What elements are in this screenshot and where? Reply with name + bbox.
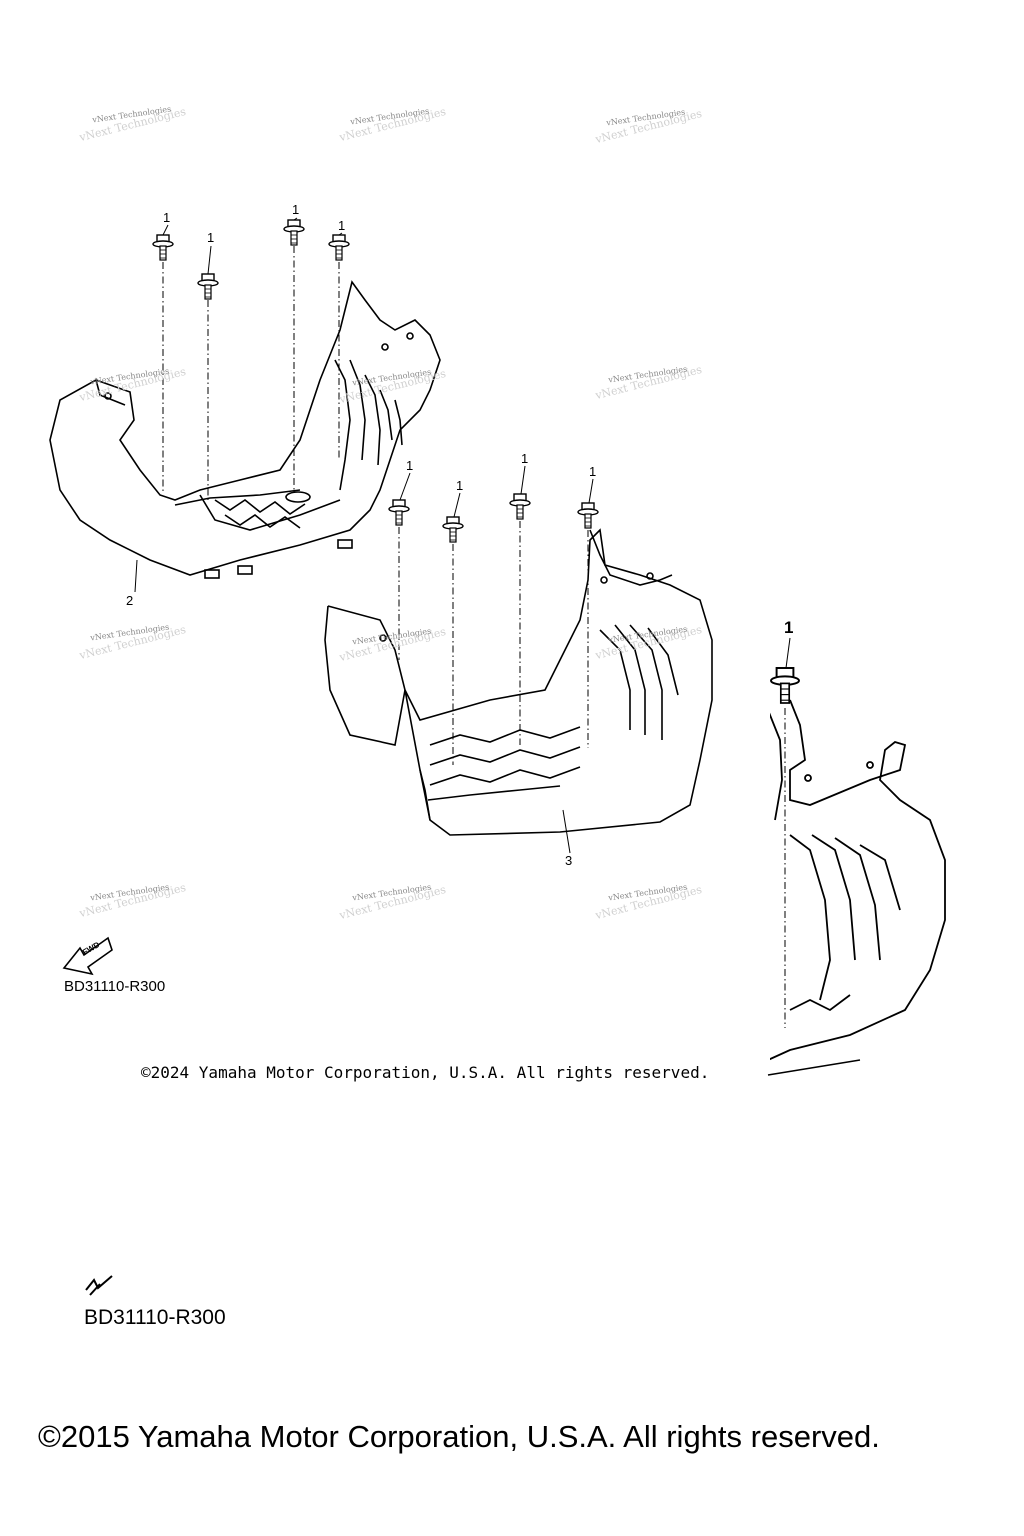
bolt-large (770, 667, 800, 704)
callout-bolt-1h: 1 (589, 464, 597, 479)
callout-bolt-1f: 1 (456, 478, 464, 493)
bolt-group-right (388, 493, 599, 543)
left-footrest (49, 280, 441, 579)
fwd-arrow-icon (62, 936, 113, 976)
callout-bolt-large: 1 (784, 618, 794, 637)
callout-bolt-1a: 1 (163, 210, 171, 225)
callout-bolt-1c: 1 (292, 202, 300, 217)
copyright-large: ©2015 Yamaha Motor Corporation, U.S.A. A… (38, 1419, 880, 1454)
partial-underline (767, 1059, 861, 1076)
right-footrest (324, 528, 713, 836)
diagram-code-large: BD31110-R300 (84, 1306, 226, 1329)
bolt-group-left (152, 219, 350, 300)
diagram-code-small: BD31110-R300 (64, 978, 166, 995)
callout-left-footrest: 2 (126, 593, 134, 608)
callout-bolt-1b: 1 (207, 230, 215, 245)
fwd-arrow-icon-partial (85, 1275, 113, 1296)
alignment-lines (162, 246, 786, 1028)
partial-footrest (766, 695, 946, 1070)
callout-right-footrest: 3 (565, 853, 573, 868)
leader-lines (134, 217, 791, 854)
callout-bolt-1e: 1 (406, 458, 414, 473)
copyright-small: ©2024 Yamaha Motor Corporation, U.S.A. A… (141, 1063, 710, 1082)
callout-bolt-1d: 1 (338, 218, 346, 233)
callout-bolt-1g: 1 (521, 451, 529, 466)
